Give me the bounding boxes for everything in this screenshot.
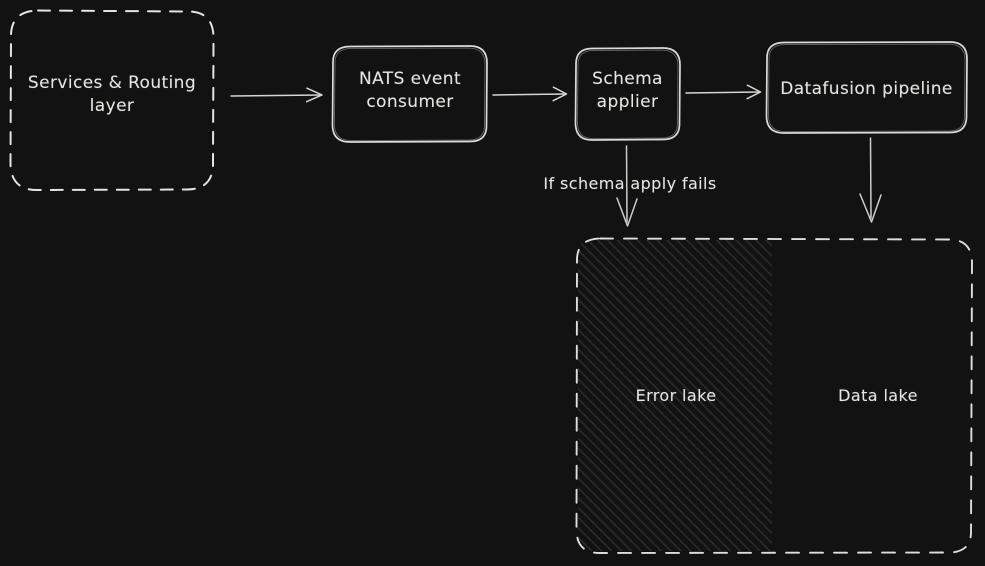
services-routing-box[interactable] (9, 9, 215, 192)
lake-container-outline (575, 237, 973, 554)
arrow-nats-to-schema (492, 94, 566, 95)
error-lake-fill (578, 240, 772, 551)
schema-applier-box[interactable] (574, 47, 681, 141)
nats-event-consumer-box[interactable] (331, 45, 488, 143)
arrow-datafusion-to-data-lake (859, 137, 882, 223)
arrow-schema-to-datafusion (685, 92, 760, 93)
arrow-services-to-nats (230, 95, 321, 96)
datafusion-pipeline-box[interactable] (765, 41, 968, 134)
arrow-schema-to-error-lake (616, 145, 638, 227)
